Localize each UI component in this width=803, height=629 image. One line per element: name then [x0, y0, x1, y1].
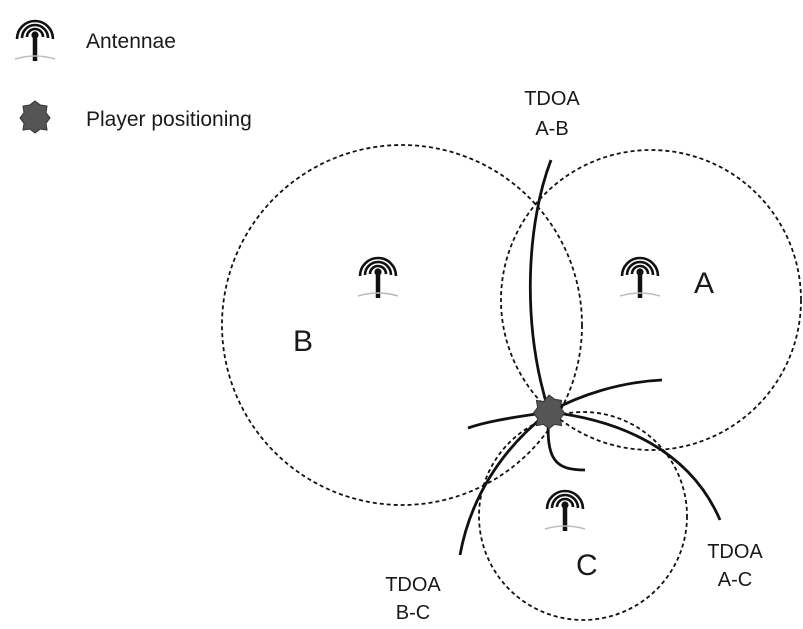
- tdoa-bc-label-line2: B-C: [396, 602, 430, 624]
- range-circle-b: [221, 144, 583, 506]
- legend-antenna-label: Antennae: [86, 30, 176, 53]
- tdoa-ab-label-line1: TDOA: [524, 88, 580, 110]
- station-label-b: B: [293, 325, 313, 358]
- tdoa-ab-curve-left: [528, 159, 553, 413]
- tdoa-ac-curve-down: [548, 410, 722, 521]
- antenna-icon-c: [545, 491, 585, 531]
- legend-star-icon: [19, 100, 51, 134]
- tdoa-bc-curve-down: [458, 410, 550, 556]
- station-label-c: C: [576, 549, 598, 582]
- range-circle-a: [500, 149, 802, 451]
- tdoa-ab-label-line2: A-B: [535, 118, 568, 140]
- tdoa-bc-label-line1: TDOA: [385, 574, 441, 596]
- tdoa-ac-curve-up: [548, 378, 663, 414]
- tdoa-ac-label-line1: TDOA: [707, 541, 763, 563]
- player-position-star-icon: [532, 394, 566, 430]
- antenna-icon-b: [358, 258, 398, 298]
- legend-antenna-icon: [15, 21, 55, 61]
- antenna-icon-a: [620, 258, 660, 298]
- range-circle-c: [478, 411, 688, 621]
- legend-player-label: Player positioning: [86, 108, 252, 131]
- tdoa-ac-label-line2: A-C: [718, 569, 752, 591]
- station-label-a: A: [694, 267, 714, 300]
